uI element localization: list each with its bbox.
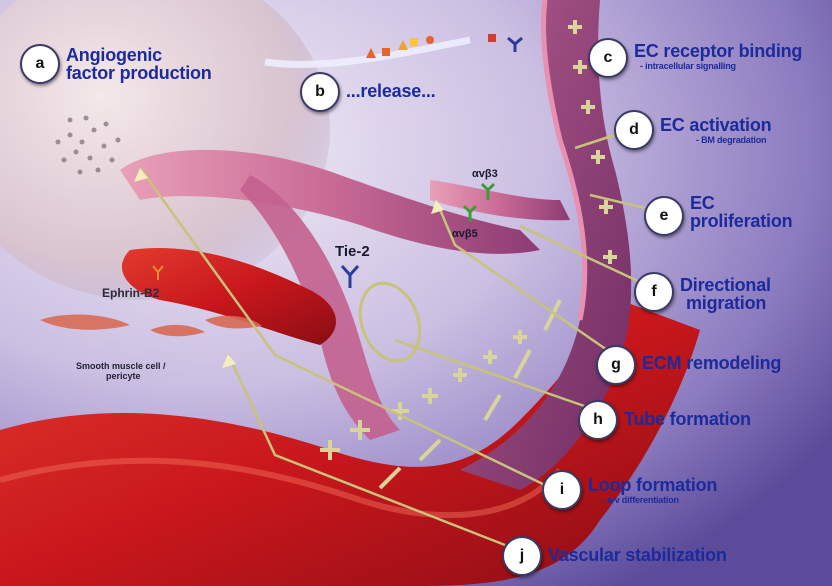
- step-i-label-text: Loop formation: [588, 476, 717, 494]
- smooth-muscle-label-line2: pericyte: [106, 371, 141, 381]
- step-d-sublabel: - BM degradation: [696, 136, 771, 145]
- step-h-label: Tube formation: [624, 410, 751, 428]
- step-c-label: EC receptor binding - intracellular sign…: [634, 42, 802, 71]
- step-c-label-text: EC receptor binding: [634, 42, 802, 60]
- step-e: e EC proliferation: [644, 196, 792, 236]
- step-e-label: EC proliferation: [690, 194, 792, 230]
- step-c-sublabel: - intracellular signalling: [640, 62, 802, 71]
- step-h-badge: h: [578, 400, 618, 440]
- step-b: b ...release...: [300, 72, 435, 112]
- step-h: h Tube formation: [578, 400, 751, 440]
- smooth-muscle-label: Smooth muscle cell / pericyte: [76, 362, 166, 382]
- step-i-sublabel: - a-v differentiation: [602, 496, 717, 505]
- step-j-label-text: Vascular stabilization: [548, 546, 727, 564]
- step-a-badge: a: [20, 44, 60, 84]
- ephrin-b2-label: Ephrin-B2: [102, 286, 159, 300]
- step-a-label-line1: Angiogenic: [66, 46, 212, 64]
- step-i-label: Loop formation - a-v differentiation: [588, 476, 717, 505]
- step-e-label-line2: proliferation: [690, 212, 792, 230]
- step-j-label: Vascular stabilization: [548, 546, 727, 564]
- step-h-label-text: Tube formation: [624, 410, 751, 428]
- step-d: d EC activation - BM degradation: [614, 110, 771, 150]
- avb3-label: αvβ3: [472, 168, 498, 180]
- step-f: f Directional migration: [634, 272, 771, 312]
- step-b-label: ...release...: [346, 82, 435, 100]
- step-c: c EC receptor binding - intracellular si…: [588, 38, 802, 78]
- step-i-badge: i: [542, 470, 582, 510]
- step-e-label-line1: EC: [690, 194, 792, 212]
- step-b-label-text: ...release...: [346, 82, 435, 100]
- step-e-badge: e: [644, 196, 684, 236]
- avb5-label: αvβ5: [452, 228, 478, 240]
- step-c-badge: c: [588, 38, 628, 78]
- step-g-label: ECM remodeling: [642, 354, 781, 372]
- step-f-label-line2: migration: [686, 294, 771, 312]
- step-b-badge: b: [300, 72, 340, 112]
- step-f-label: Directional migration: [680, 276, 771, 312]
- step-j: j Vascular stabilization: [502, 536, 727, 576]
- smooth-muscle-label-line1: Smooth muscle cell /: [76, 361, 166, 371]
- step-a-label: Angiogenic factor production: [66, 46, 212, 82]
- step-g-label-text: ECM remodeling: [642, 354, 781, 372]
- step-a: a Angiogenic factor production: [20, 44, 212, 84]
- step-g-badge: g: [596, 345, 636, 385]
- step-a-label-line2: factor production: [66, 64, 212, 82]
- step-d-label-text: EC activation: [660, 116, 771, 134]
- tie2-label: Tie-2: [335, 243, 370, 260]
- step-d-badge: d: [614, 110, 654, 150]
- step-i: i Loop formation - a-v differentiation: [542, 470, 717, 510]
- step-f-label-line1: Directional: [680, 276, 771, 294]
- step-d-label: EC activation - BM degradation: [660, 116, 771, 145]
- step-j-badge: j: [502, 536, 542, 576]
- step-g: g ECM remodeling: [596, 345, 781, 385]
- step-f-badge: f: [634, 272, 674, 312]
